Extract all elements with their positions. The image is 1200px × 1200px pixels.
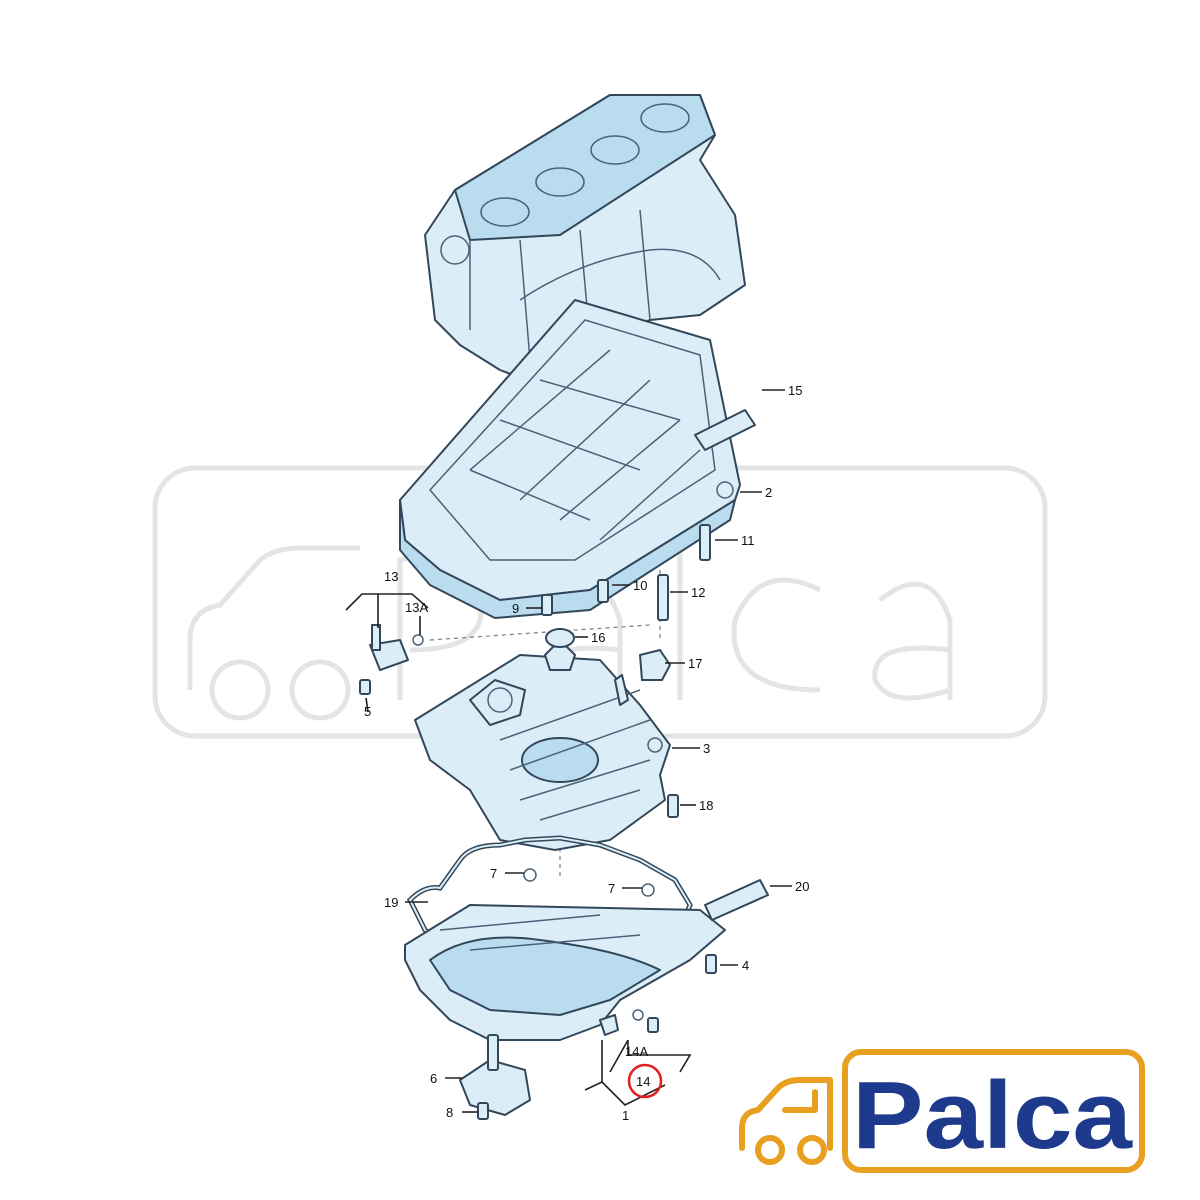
callout-19: 19 bbox=[384, 895, 398, 910]
callout-7b: 7 bbox=[608, 881, 615, 896]
small-parts bbox=[359, 409, 769, 1120]
callout-labels: 15 2 11 12 10 9 16 17 3 18 5 13 13A 7 7 … bbox=[364, 383, 809, 1123]
callout-12: 12 bbox=[691, 585, 705, 600]
callout-14: 14 bbox=[636, 1074, 650, 1089]
callout-2: 2 bbox=[765, 485, 772, 500]
callout-13a: 13A bbox=[405, 600, 428, 615]
oil-level-sensor bbox=[459, 1034, 531, 1116]
callout-1: 1 bbox=[622, 1108, 629, 1123]
callout-10: 10 bbox=[633, 578, 647, 593]
callout-20: 20 bbox=[795, 879, 809, 894]
baffle-plate bbox=[414, 639, 671, 851]
logo-text: Palca bbox=[852, 1062, 1133, 1169]
callout-8: 8 bbox=[446, 1105, 453, 1120]
callout-18: 18 bbox=[699, 798, 713, 813]
callout-16: 16 bbox=[591, 630, 605, 645]
callout-6: 6 bbox=[430, 1071, 437, 1086]
callout-4: 4 bbox=[742, 958, 749, 973]
callout-5: 5 bbox=[364, 704, 371, 719]
car-icon bbox=[739, 1077, 833, 1165]
callout-11: 11 bbox=[741, 533, 755, 548]
engine-block bbox=[424, 94, 746, 386]
callout-7a: 7 bbox=[490, 866, 497, 881]
highlight-circle bbox=[627, 1063, 663, 1099]
callout-14a: 14A bbox=[625, 1044, 648, 1059]
callout-9: 9 bbox=[512, 601, 519, 616]
oil-pan-lower bbox=[404, 904, 726, 1041]
callout-15: 15 bbox=[788, 383, 802, 398]
leader-lines bbox=[345, 389, 792, 1113]
callout-17: 17 bbox=[688, 656, 702, 671]
palca-logo: Palca bbox=[739, 1049, 1145, 1173]
callout-13: 13 bbox=[384, 569, 398, 584]
callout-3: 3 bbox=[703, 741, 710, 756]
oil-pan-upper bbox=[399, 299, 741, 619]
